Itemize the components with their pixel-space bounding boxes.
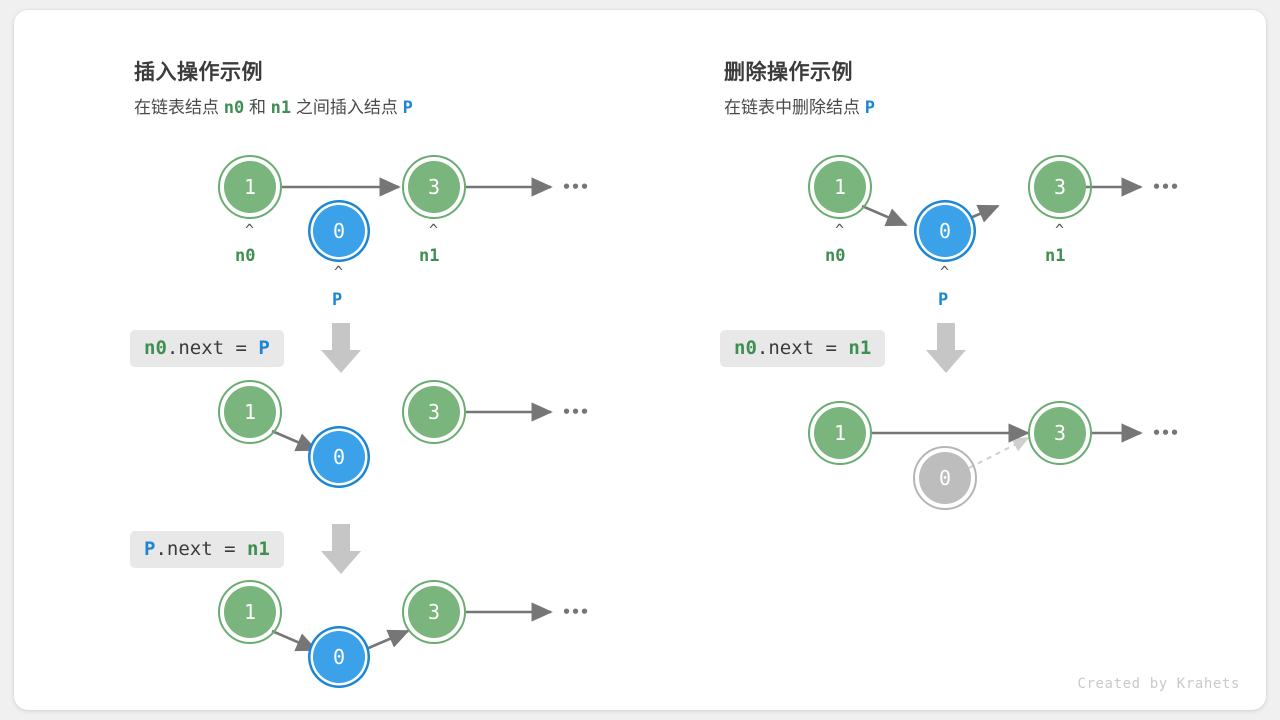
code-token-op: .next = xyxy=(155,538,247,560)
code-step-1: n0.next = P xyxy=(130,330,284,367)
delete-row1-graphics: 1 0 3 xyxy=(808,155,1143,262)
panel-delete-title: 删除操作示例 xyxy=(724,61,853,84)
node-value: 3 xyxy=(428,600,440,624)
ellipsis: ••• xyxy=(1152,424,1180,442)
caret-p: ^ xyxy=(334,263,344,281)
panel-delete-subtitle: 在链表中删除结点 P xyxy=(724,93,875,118)
ellipsis: ••• xyxy=(1152,178,1180,196)
pointer-label-p: P xyxy=(938,290,949,310)
code-token-op: .next = xyxy=(756,337,849,359)
insert-row3-graphics: 1 0 3 xyxy=(218,580,553,688)
caret-p: ^ xyxy=(940,263,950,281)
down-arrow-step-1 xyxy=(926,323,966,373)
ellipsis: ••• xyxy=(562,603,590,621)
subtitle-text-1: 和 xyxy=(244,98,271,117)
diagram-card: 插入操作示例 在链表结点 n0 和 n1 之间插入结点 P 1 xyxy=(14,10,1266,710)
code-token-n0: n0 xyxy=(734,337,757,359)
delete-row2-graphics: 1 0 3 xyxy=(808,401,1143,510)
ellipsis: ••• xyxy=(562,403,590,421)
node-value: 1 xyxy=(834,421,846,445)
subtitle-ref-n0: n0 xyxy=(223,98,245,118)
subtitle-ref-p: P xyxy=(402,98,413,118)
panel-insert: 插入操作示例 在链表结点 n0 和 n1 之间插入结点 P 1 xyxy=(14,10,614,710)
pointer-label-n1: n1 xyxy=(419,246,440,266)
subtitle-ref-n1: n1 xyxy=(270,98,292,118)
subtitle-text-0: 在链表结点 xyxy=(134,98,224,117)
caret-n1: ^ xyxy=(429,221,439,239)
ellipsis: ••• xyxy=(562,178,590,196)
node-value: 0 xyxy=(939,219,951,243)
node-value: 0 xyxy=(333,645,345,669)
node-value: 1 xyxy=(244,600,256,624)
node-value: 1 xyxy=(834,175,846,199)
caret-n0: ^ xyxy=(245,221,255,239)
panel-insert-title: 插入操作示例 xyxy=(134,61,263,84)
node-value: 3 xyxy=(1054,421,1066,445)
down-arrow-step-2 xyxy=(321,524,361,574)
code-step-2: P.next = n1 xyxy=(130,531,284,568)
node-value: 1 xyxy=(244,400,256,424)
pointer-label-n0: n0 xyxy=(235,246,256,266)
pointer-label-n0: n0 xyxy=(825,246,846,266)
footer-credit: Created by Krahets xyxy=(1077,676,1240,692)
pointer-label-n1: n1 xyxy=(1045,246,1066,266)
caret-n0: ^ xyxy=(835,221,845,239)
code-token-op: .next = xyxy=(166,337,259,359)
node-value: 0 xyxy=(333,445,345,469)
caret-n1: ^ xyxy=(1055,221,1065,239)
node-value: 3 xyxy=(428,400,440,424)
panel-insert-subtitle: 在链表结点 n0 和 n1 之间插入结点 P xyxy=(134,93,413,118)
node-value-deleted: 0 xyxy=(939,466,951,490)
code-token-n0: n0 xyxy=(144,337,167,359)
panel-delete: 删除操作示例 在链表中删除结点 P 1 0 3 ^ n0 ^ P ^ n1 ••… xyxy=(604,10,1264,710)
code-token-p: P xyxy=(258,337,270,359)
subtitle-text-2: 之间插入结点 xyxy=(291,98,403,117)
code-token-n1: n1 xyxy=(246,538,270,560)
code-token-p: P xyxy=(144,538,156,560)
down-arrow-step-1 xyxy=(321,323,361,373)
code-token-n1: n1 xyxy=(848,337,872,359)
code-step-1: n0.next = n1 xyxy=(720,330,886,367)
subtitle-ref-p: P xyxy=(864,98,875,118)
insert-row1-graphics: 1 0 3 xyxy=(218,155,553,262)
subtitle-text-0: 在链表中删除结点 xyxy=(724,98,865,117)
node-value: 3 xyxy=(1054,175,1066,199)
node-value: 3 xyxy=(428,175,440,199)
insert-row2-graphics: 1 0 3 xyxy=(218,380,553,488)
pointer-label-p: P xyxy=(332,290,343,310)
node-value: 0 xyxy=(333,219,345,243)
node-value: 1 xyxy=(244,175,256,199)
